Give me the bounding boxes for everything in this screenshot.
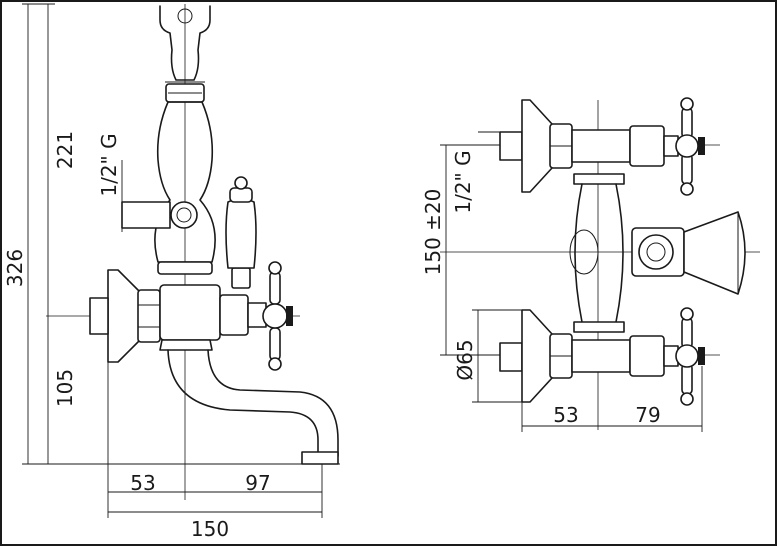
label-diameter: Ø65 <box>453 339 477 380</box>
upper-flange <box>521 99 553 193</box>
label-thread-left: 1/2" G <box>97 133 121 196</box>
outlet-nut-inner <box>176 207 192 223</box>
lower-inlet-stub <box>499 342 523 372</box>
lever-knob <box>234 176 248 190</box>
body-bottom-nut <box>159 339 213 351</box>
inlet-stub <box>89 297 109 335</box>
upper-handle-arm-bottom <box>681 153 693 185</box>
lower-handle-arm-bottom <box>681 363 693 395</box>
label-lower-height: 105 <box>53 369 77 407</box>
shower-hook-crown <box>159 5 211 81</box>
lever-porcelain <box>225 198 257 269</box>
label-thread-right: 1/2" G <box>451 150 475 213</box>
cross-handle-knob-bottom <box>268 357 282 371</box>
lower-pipe <box>571 339 631 373</box>
diverter-nut-outer <box>638 234 674 270</box>
valve-housing <box>219 294 249 336</box>
label-width-79: 79 <box>635 403 660 427</box>
lower-handle-cap <box>698 347 705 365</box>
upper-handle-cap <box>698 137 705 155</box>
label-total-height: 326 <box>3 249 27 287</box>
cross-handle-knob-top <box>268 261 282 275</box>
left-view: 326 221 105 1/2" G 53 97 150 <box>3 3 340 541</box>
column-bottom-ring <box>573 321 625 333</box>
inlet-nut <box>137 289 161 343</box>
spout-top-view <box>683 211 746 295</box>
upper-valve <box>629 125 665 167</box>
lever-stem <box>231 267 251 289</box>
crown-hole <box>177 8 193 24</box>
upper-handle-arm-top <box>681 107 693 139</box>
lower-valve <box>629 335 665 377</box>
label-width-97: 97 <box>245 471 270 495</box>
diverter-nut-inner <box>646 242 666 262</box>
lower-handle-knob-top <box>680 307 694 321</box>
label-width-53-left: 53 <box>130 471 155 495</box>
label-upper-height: 221 <box>53 131 77 169</box>
right-view: 1/2" G 150 ±20 Ø65 53 79 <box>421 97 760 432</box>
cross-handle-cap <box>286 306 293 326</box>
upper-inlet-stub <box>499 131 523 161</box>
column-top-ring <box>573 173 625 185</box>
body-base-ring <box>157 261 213 275</box>
upper-handle-knob-bottom <box>680 182 694 196</box>
lower-flange <box>521 309 553 403</box>
lever-cap <box>229 187 253 203</box>
thread-outlet <box>121 201 171 229</box>
upper-handle-hub <box>675 134 699 158</box>
bath-spout <box>167 349 339 457</box>
spout-outlet <box>301 451 339 465</box>
column-bulge <box>569 229 599 275</box>
cross-handle-hub <box>262 303 288 329</box>
cross-handle-arm-top <box>269 271 281 305</box>
outlet-nut-outer <box>170 201 198 229</box>
label-width-150: 150 <box>191 517 229 541</box>
lower-handle-arm-top <box>681 317 693 349</box>
lower-handle-knob-bottom <box>680 392 694 406</box>
lower-handle-hub <box>675 344 699 368</box>
upper-handle-knob-top <box>680 97 694 111</box>
upper-pipe <box>571 129 631 163</box>
label-width-53-right: 53 <box>553 403 578 427</box>
cross-handle-arm-bottom <box>269 327 281 361</box>
wall-flange <box>107 269 141 363</box>
column-body <box>574 183 624 323</box>
label-center-distance: 150 ±20 <box>421 189 445 276</box>
vase-body <box>154 101 216 263</box>
mixer-body <box>159 284 221 341</box>
